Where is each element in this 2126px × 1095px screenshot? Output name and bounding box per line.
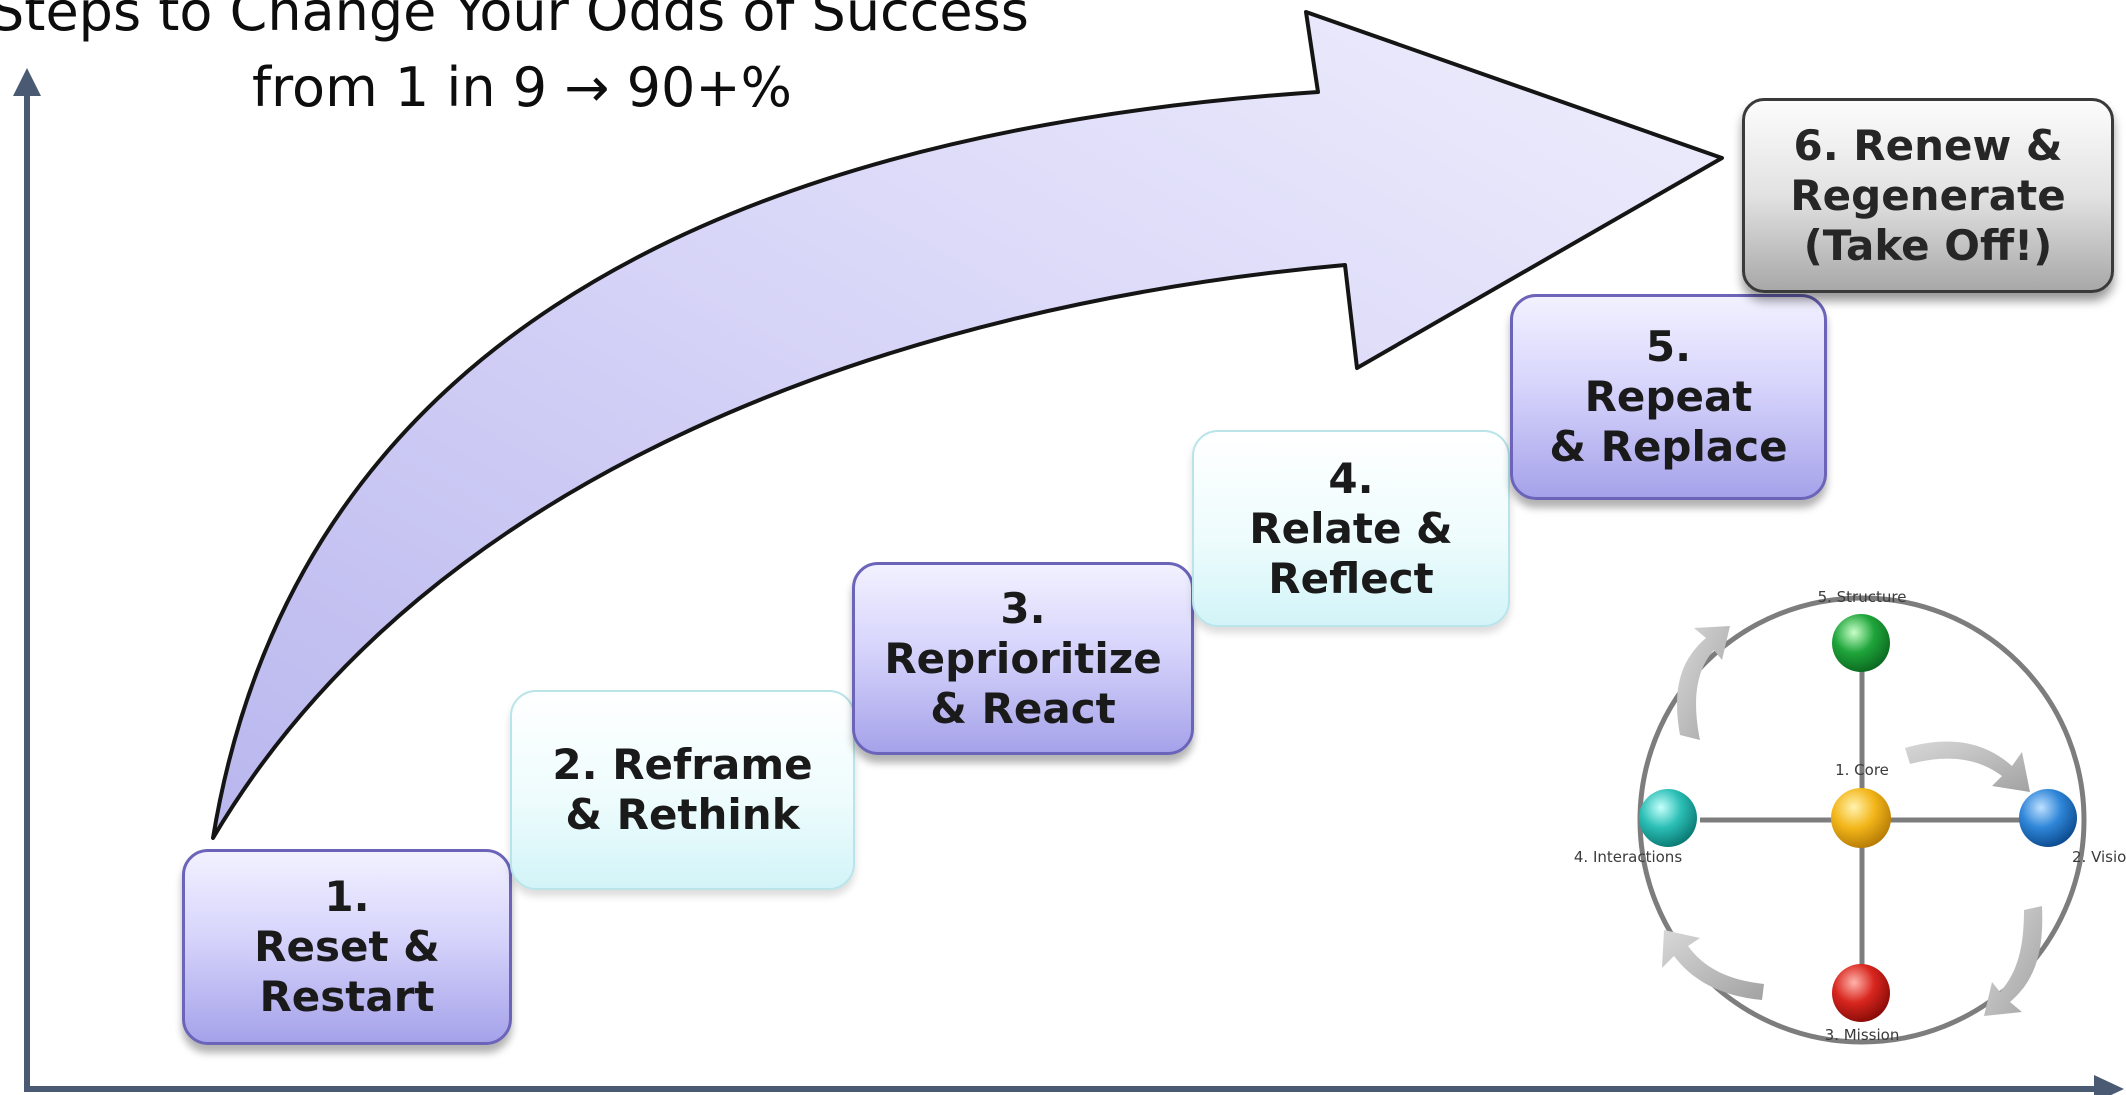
step-2-reframe-rethink: 2. Reframe & Rethink bbox=[510, 690, 855, 890]
structure-label: 5. Structure bbox=[1818, 588, 1907, 606]
step-4-relate-reflect: 4. Relate & Reflect bbox=[1192, 430, 1510, 627]
step-1-line-2: Reset & bbox=[254, 922, 440, 971]
title-line-2: from 1 in 9 → 90+% bbox=[252, 56, 792, 119]
step-1-line-3: Restart bbox=[259, 972, 435, 1021]
core-ball bbox=[1831, 788, 1891, 848]
step-6-line-2: Regenerate bbox=[1790, 170, 2066, 220]
step-5-line-2: Repeat bbox=[1584, 372, 1753, 421]
step-3-line-1: 3. bbox=[1000, 583, 1046, 633]
growth-arrow bbox=[211, 10, 1724, 840]
mission-label: 3. Mission bbox=[1825, 1026, 1900, 1044]
step-6-line-1: 6. Renew & bbox=[1793, 120, 2063, 170]
step-3-line-3: & React bbox=[930, 683, 1116, 733]
curved-arrow-icon bbox=[1662, 930, 1764, 1000]
step-1-reset-restart: 1. Reset & Restart bbox=[182, 849, 512, 1045]
step-5-repeat-replace: 5. Repeat & Replace bbox=[1510, 294, 1827, 500]
mission-ball bbox=[1832, 964, 1890, 1022]
y-axis-arrowhead bbox=[13, 68, 41, 96]
curved-arrow-icon bbox=[1677, 626, 1730, 740]
curved-arrow-icon bbox=[1905, 741, 2030, 792]
step-5-line-1: 5. bbox=[1645, 322, 1692, 371]
step-4-line-2: Relate & bbox=[1249, 503, 1453, 553]
step-3-reprioritize-react: 3. Reprioritize & React bbox=[852, 562, 1194, 755]
structure-ball bbox=[1832, 614, 1890, 672]
step-1-line-1: 1. bbox=[324, 872, 370, 921]
axes bbox=[13, 68, 2124, 1095]
x-axis-arrowhead bbox=[2094, 1075, 2124, 1095]
cycle-diagram: 5. Structure 1. Core 3. Mission 4. Inter… bbox=[1574, 588, 2126, 1045]
step-5-line-3: & Replace bbox=[1549, 422, 1788, 471]
step-4-line-1: 4. bbox=[1328, 453, 1374, 503]
step-6-renew-regenerate: 6. Renew & Regenerate (Take Off!) bbox=[1742, 98, 2114, 293]
interactions-label: 4. Interactions bbox=[1574, 848, 1682, 866]
step-3-line-2: Reprioritize bbox=[884, 633, 1162, 683]
vision-ball bbox=[2019, 789, 2077, 847]
curved-arrow-icon bbox=[1984, 906, 2043, 1016]
step-4-line-3: Reflect bbox=[1268, 553, 1434, 603]
core-label: 1. Core bbox=[1835, 761, 1889, 779]
title-line-1: Steps to Change Your Odds of Success bbox=[0, 0, 1029, 43]
step-2-line-2: & Rethink bbox=[565, 790, 800, 839]
step-6-line-3: (Take Off!) bbox=[1803, 220, 2053, 270]
vision-label: 2. Vision bbox=[2072, 848, 2126, 866]
interactions-ball bbox=[1639, 789, 1697, 847]
step-2-line-1: 2. Reframe bbox=[552, 740, 813, 789]
